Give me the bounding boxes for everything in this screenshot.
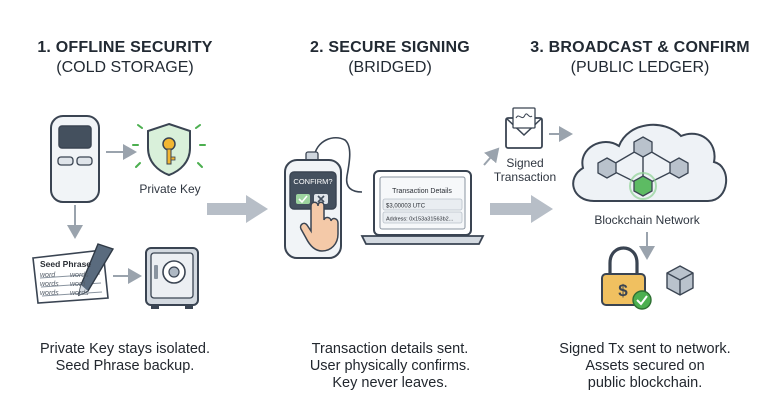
column-1-title: 1. OFFLINE SECURITY: [37, 39, 213, 56]
caption-line: Transaction details sent.: [311, 341, 469, 357]
signed-transaction-line-1: Signed: [506, 156, 544, 170]
caption-line: Seed Phrase backup.: [55, 358, 195, 374]
caption-line: Key never leaves.: [332, 375, 448, 391]
seed-word: words: [40, 290, 59, 297]
column-3-title: 3. BROADCAST & CONFIRM: [530, 39, 750, 56]
signed-transaction-line-2: Transaction: [493, 170, 557, 184]
column-1-caption: Private Key stays isolated. Seed Phrase …: [20, 341, 230, 375]
column-1-subtitle: (COLD STORAGE): [56, 59, 194, 76]
seed-word: word: [70, 281, 86, 288]
column-3-caption: Signed Tx sent to network. Assets secure…: [530, 341, 760, 392]
cloud-network-icon: [572, 123, 728, 202]
tx-address: Address: 0x153a31563b2...: [386, 217, 454, 223]
seed-phrase-title: Seed Phrase: [40, 259, 92, 269]
column-2-subtitle: (BRIDGED): [348, 59, 432, 76]
blockchain-network-label: Blockchain Network: [594, 213, 700, 227]
column-3-heading: 3. BROADCAST & CONFIRM (PUBLIC LEDGER): [520, 38, 760, 78]
signed-envelope-icon: [505, 107, 543, 149]
safe-icon: [145, 247, 199, 309]
laptop-icon: [360, 170, 485, 245]
tx-details-title: Transaction Details: [392, 188, 452, 195]
column-1-heading: 1. OFFLINE SECURITY (COLD STORAGE): [20, 38, 230, 78]
column-2-caption: Transaction details sent. User physicall…: [275, 341, 505, 392]
tx-amount: $3,00003 UTC: [386, 204, 426, 210]
column-3-subtitle: (PUBLIC LEDGER): [570, 59, 710, 76]
check-badge-icon: [632, 290, 652, 310]
device-cable: [313, 136, 363, 193]
column-2-title: 2. SECURE SIGNING: [310, 39, 470, 56]
lock-dollar-sign: $: [618, 281, 628, 300]
seed-word: word: [40, 272, 56, 279]
caption-line: Assets secured on: [585, 358, 705, 374]
seed-word: words: [70, 272, 89, 279]
column-2-heading: 2. SECURE SIGNING (BRIDGED): [280, 38, 500, 78]
device-prompt: CONFIRM?: [293, 177, 333, 186]
caption-line: Signed Tx sent to network.: [559, 341, 731, 357]
shield-key-icon: [132, 122, 206, 177]
hand-pointer-icon: [299, 201, 339, 252]
private-key-label: Private Key: [139, 182, 201, 196]
block-cube-icon: [666, 265, 694, 296]
caption-line: User physically confirms.: [309, 358, 471, 374]
caption-line: Private Key stays isolated.: [39, 341, 211, 357]
hardware-wallet-icon: [50, 115, 100, 203]
laptop-to-envelope-arrow: [483, 147, 500, 166]
seed-word: words: [70, 290, 89, 297]
seed-word: words: [40, 281, 59, 288]
column-1-to-2-arrow: [207, 195, 268, 223]
seed-phrase-card: Seed Phrase word words words word words …: [40, 260, 98, 298]
column-2-to-3-arrow: [490, 195, 553, 223]
pen-icon: [78, 243, 115, 297]
caption-line: public blockchain.: [587, 375, 703, 391]
signed-transaction-label: Signed Transaction: [490, 156, 560, 184]
